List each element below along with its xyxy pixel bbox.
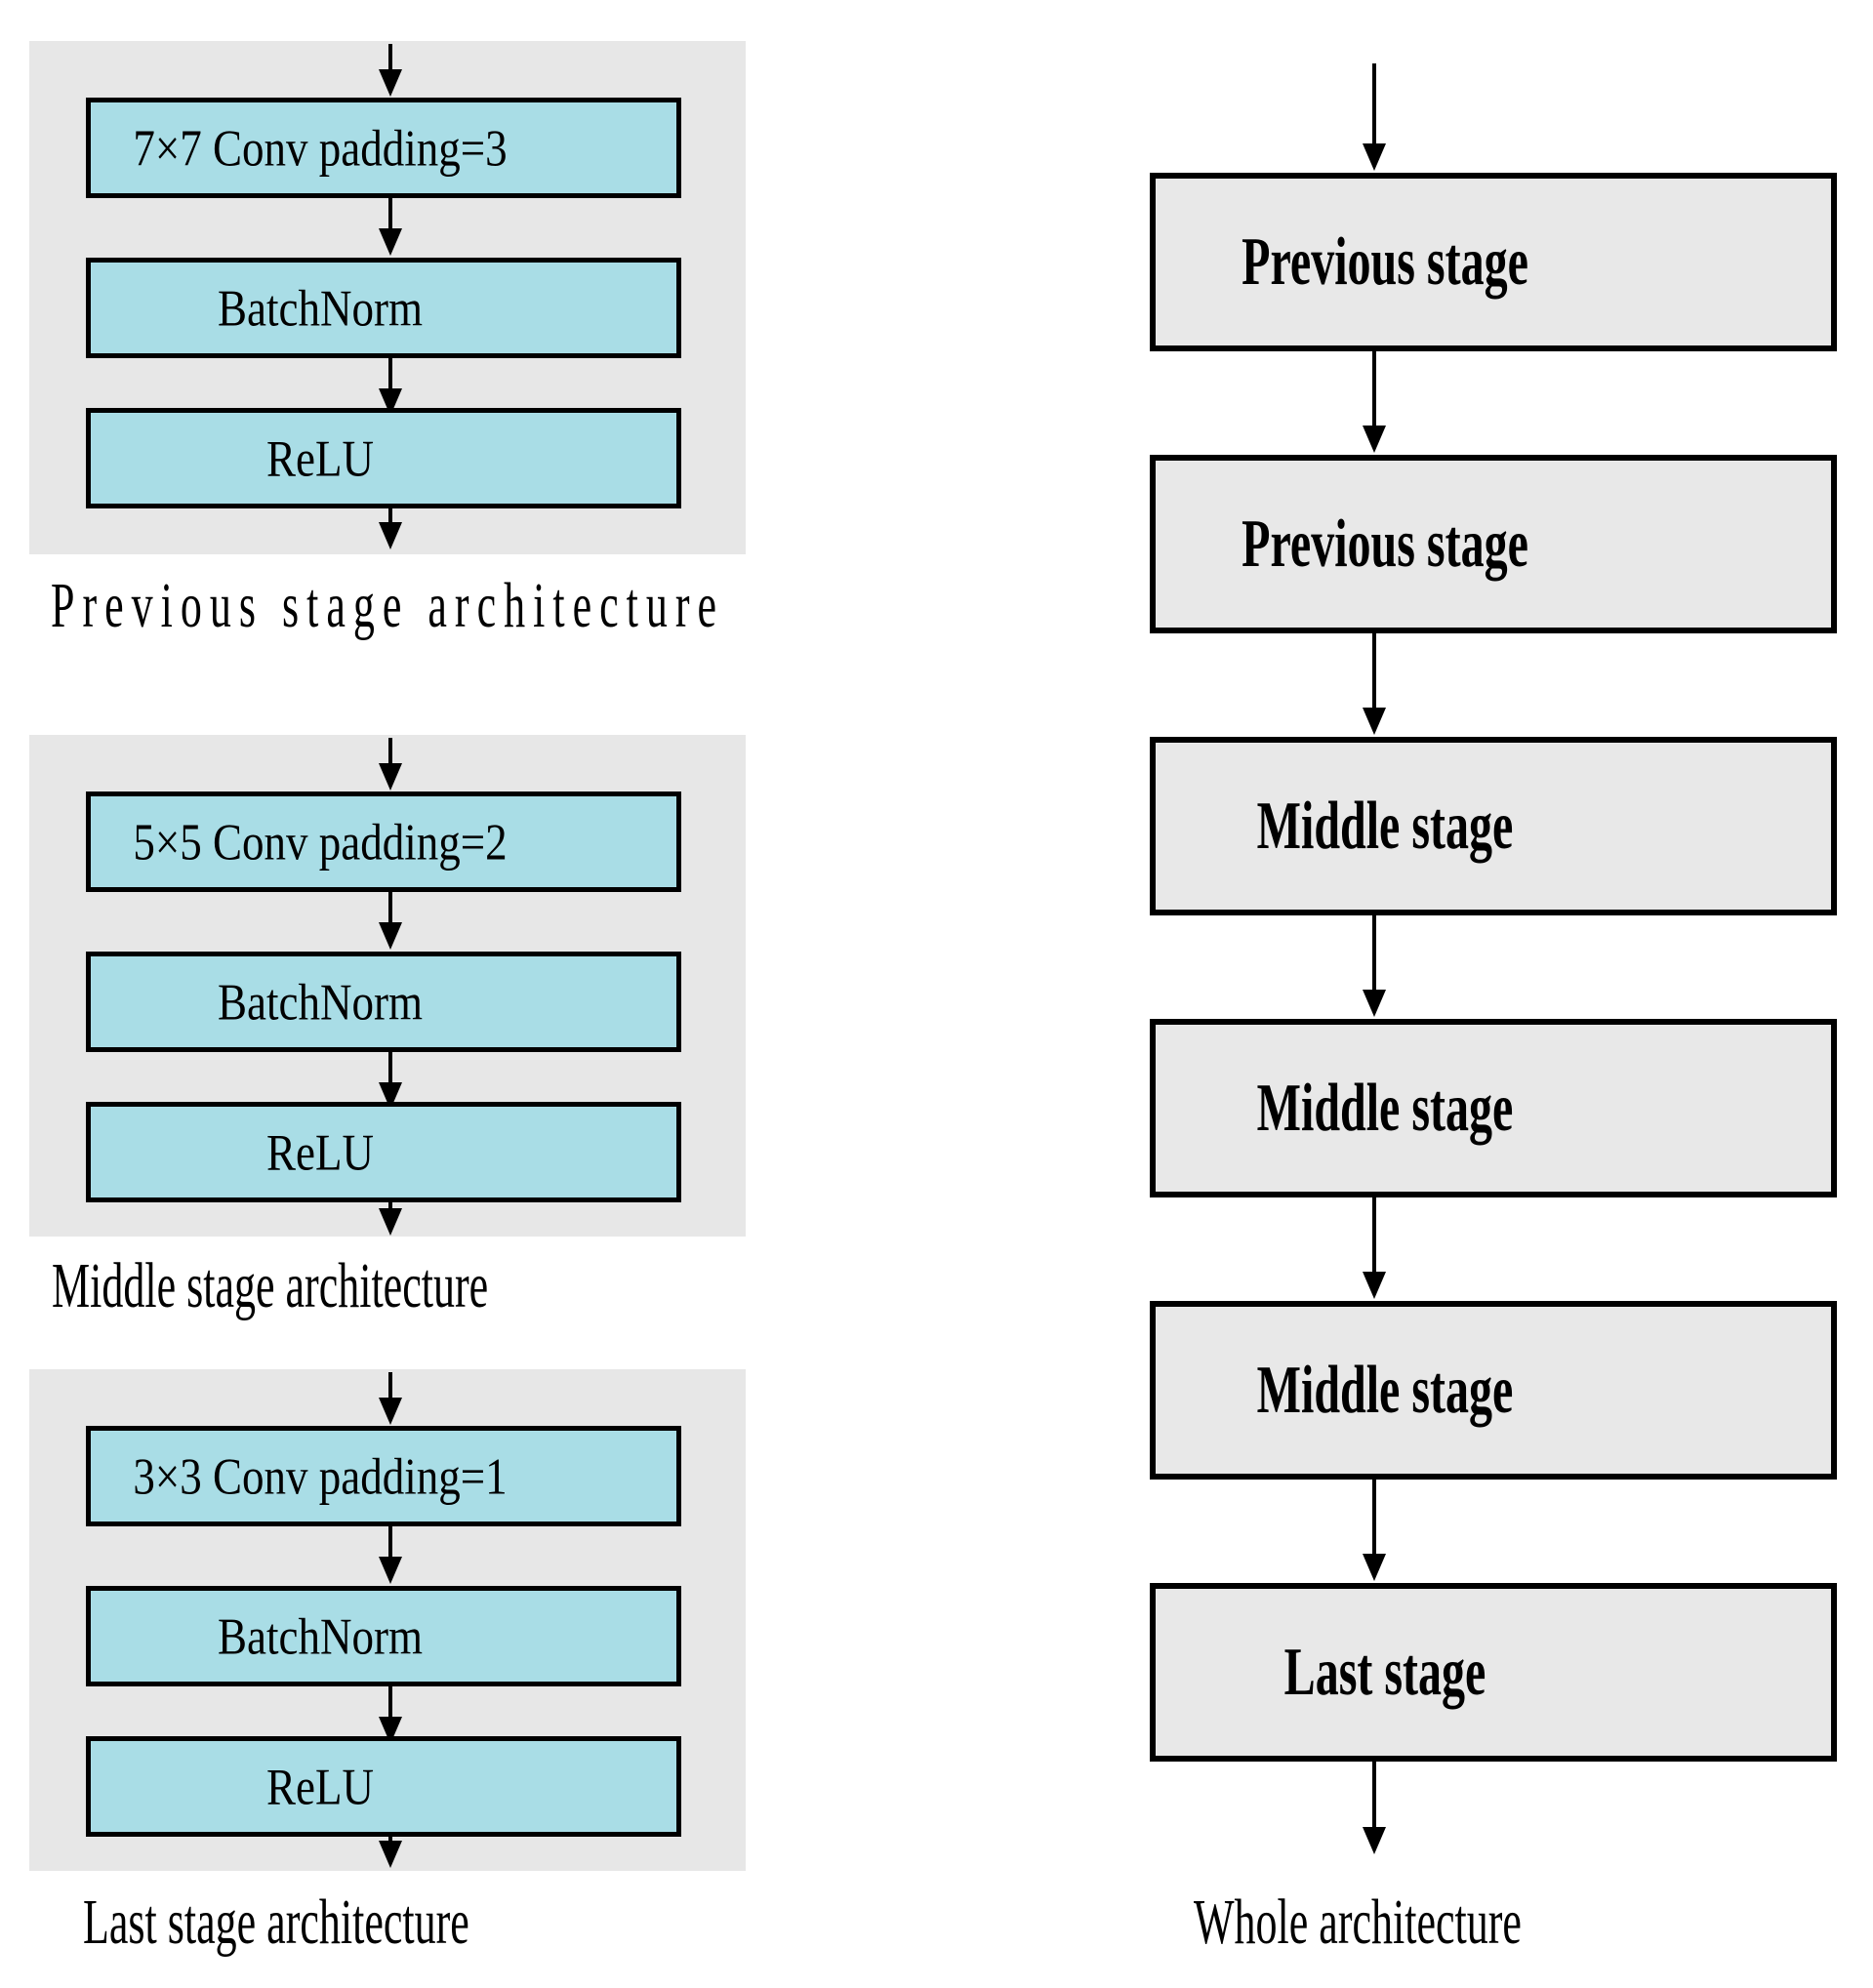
arrow-down-icon xyxy=(1372,1762,1376,1829)
stage-box-label: Previous stage xyxy=(1242,224,1528,300)
arrow-head-icon xyxy=(379,1208,402,1236)
arrow-head-icon xyxy=(1363,708,1386,735)
arrow-head-icon xyxy=(1363,1827,1386,1854)
arrow-down-icon xyxy=(1372,1480,1376,1556)
arrow-head-icon xyxy=(379,228,402,256)
stage-box-middle-1: Middle stage xyxy=(1150,737,1837,915)
arrow-head-icon xyxy=(1363,1554,1386,1581)
arrow-head-icon xyxy=(379,69,402,97)
conv-block: 7×7 Conv padding=3 xyxy=(86,98,681,198)
relu-block-label: ReLU xyxy=(266,1758,374,1815)
conv-block: 5×5 Conv padding=2 xyxy=(86,791,681,892)
arrow-head-icon xyxy=(1363,990,1386,1017)
stage-box-middle-3: Middle stage xyxy=(1150,1301,1837,1480)
arrow-head-icon xyxy=(1363,426,1386,453)
arrow-head-icon xyxy=(1363,143,1386,171)
arrow-down-icon xyxy=(388,738,392,765)
stage-box-label: Previous stage xyxy=(1242,507,1528,582)
batchnorm-block-label: BatchNorm xyxy=(218,973,423,1031)
batchnorm-block-label: BatchNorm xyxy=(218,1607,423,1665)
arrow-head-icon xyxy=(379,1557,402,1584)
stage-box-previous-2: Previous stage xyxy=(1150,455,1837,633)
relu-block: ReLU xyxy=(86,408,681,508)
stage-box-label: Middle stage xyxy=(1256,1353,1514,1428)
arrow-head-icon xyxy=(1363,1272,1386,1299)
stage-box-label: Last stage xyxy=(1283,1635,1486,1710)
relu-block: ReLU xyxy=(86,1736,681,1837)
conv-block-label: 5×5 Conv padding=2 xyxy=(133,813,508,871)
stage-box-previous-1: Previous stage xyxy=(1150,173,1837,351)
arrow-down-icon xyxy=(388,892,392,924)
stage-box-label: Middle stage xyxy=(1256,789,1514,864)
batchnorm-block-label: BatchNorm xyxy=(218,279,423,337)
whole-architecture-caption: Whole architecture xyxy=(1194,1886,1522,1959)
arrow-down-icon xyxy=(388,198,392,230)
arrow-head-icon xyxy=(379,1841,402,1868)
arrow-down-icon xyxy=(388,1202,392,1212)
arrow-down-icon xyxy=(1372,633,1376,710)
batchnorm-block: BatchNorm xyxy=(86,952,681,1052)
conv-block-label: 7×7 Conv padding=3 xyxy=(133,119,508,177)
relu-block-label: ReLU xyxy=(266,429,374,487)
conv-block-label: 3×3 Conv padding=1 xyxy=(133,1447,508,1505)
relu-block-label: ReLU xyxy=(266,1123,374,1181)
stage-box-last: Last stage xyxy=(1150,1583,1837,1762)
panel-caption: Previous stage architecture xyxy=(51,569,725,642)
panel-caption: Middle stage architecture xyxy=(52,1249,489,1322)
stage-box-label: Middle stage xyxy=(1256,1071,1514,1146)
arrow-down-icon xyxy=(388,508,392,524)
batchnorm-block: BatchNorm xyxy=(86,258,681,358)
conv-block: 3×3 Conv padding=1 xyxy=(86,1426,681,1526)
arrow-head-icon xyxy=(379,763,402,791)
arrow-down-icon xyxy=(1372,915,1376,992)
arrow-down-icon xyxy=(388,1052,392,1084)
relu-block: ReLU xyxy=(86,1102,681,1202)
arrow-down-icon xyxy=(1372,351,1376,427)
arrow-down-icon xyxy=(1372,1197,1376,1274)
arrow-down-icon xyxy=(388,1372,392,1400)
arrow-down-icon xyxy=(388,358,392,390)
arrow-down-icon xyxy=(388,44,392,71)
stage-box-middle-2: Middle stage xyxy=(1150,1019,1837,1197)
arrow-head-icon xyxy=(379,522,402,549)
arrow-head-icon xyxy=(379,1398,402,1425)
panel-caption: Last stage architecture xyxy=(83,1886,469,1959)
arrow-down-icon xyxy=(388,1837,392,1843)
arrow-down-icon xyxy=(388,1686,392,1719)
arrow-down-icon xyxy=(388,1526,392,1559)
arrow-down-icon xyxy=(1372,63,1376,145)
batchnorm-block: BatchNorm xyxy=(86,1586,681,1686)
arrow-head-icon xyxy=(379,922,402,950)
